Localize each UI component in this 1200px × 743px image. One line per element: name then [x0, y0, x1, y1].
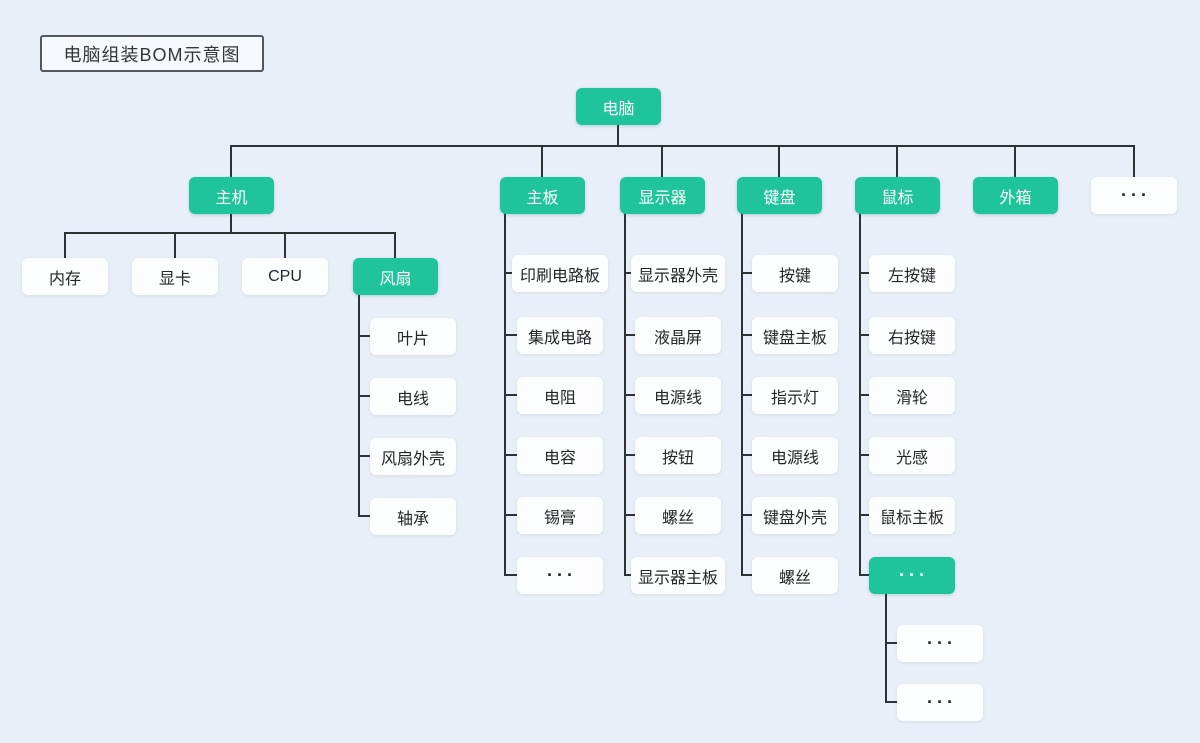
node-gpu[interactable]: 显卡	[132, 258, 218, 295]
diagram-title[interactable]: 电脑组装BOM示意图	[40, 35, 264, 72]
node-indicator-light[interactable]: 指示灯	[752, 377, 838, 414]
connector-line	[859, 574, 871, 576]
node-ic[interactable]: 集成电路	[517, 317, 603, 354]
connector-line	[358, 515, 372, 517]
connector-line	[624, 334, 637, 336]
connector-line	[1133, 145, 1135, 177]
node-keycap[interactable]: 按键	[752, 255, 838, 292]
connector-line	[624, 394, 637, 396]
node-keyboard-power-cable[interactable]: 电源线	[752, 437, 838, 474]
node-monitor-shell[interactable]: 显示器外壳	[631, 255, 725, 292]
node-cpu[interactable]: CPU	[242, 258, 328, 295]
node-keyboard[interactable]: 键盘	[737, 177, 822, 214]
node-level2-more[interactable]: ···	[1091, 177, 1177, 214]
node-right-button[interactable]: 右按键	[869, 317, 955, 354]
connector-line	[64, 232, 66, 258]
node-keyboard-board[interactable]: 键盘主板	[752, 317, 838, 354]
node-mainboard-more[interactable]: ···	[517, 557, 603, 594]
node-capacitor[interactable]: 电容	[517, 437, 603, 474]
connector-line	[230, 213, 232, 234]
connector-line	[885, 642, 899, 644]
node-monitor-board[interactable]: 显示器主板	[631, 557, 725, 594]
connector-line	[504, 454, 518, 456]
node-mouse-board[interactable]: 鼠标主板	[869, 497, 955, 534]
node-memory[interactable]: 内存	[22, 258, 108, 295]
connector-line	[741, 394, 754, 396]
node-keyboard-screw[interactable]: 螺丝	[752, 557, 838, 594]
connector-line	[174, 232, 176, 258]
connector-line	[859, 514, 871, 516]
node-left-button[interactable]: 左按键	[869, 255, 955, 292]
node-resistor[interactable]: 电阻	[517, 377, 603, 414]
connector-line	[624, 574, 637, 576]
node-fan-blade[interactable]: 叶片	[370, 318, 456, 355]
connector-line	[661, 145, 663, 177]
connector-line	[230, 145, 232, 177]
connector-line	[64, 232, 396, 234]
connector-line	[284, 232, 286, 258]
connector-line	[358, 395, 372, 397]
node-monitor-power-cable[interactable]: 电源线	[635, 377, 721, 414]
connector-line	[541, 145, 543, 177]
node-keyboard-shell[interactable]: 键盘外壳	[752, 497, 838, 534]
connector-line	[859, 272, 871, 274]
connector-line	[859, 454, 871, 456]
connector-line	[1014, 145, 1016, 177]
connector-line	[859, 334, 871, 336]
connector-line	[741, 272, 754, 274]
connector-line	[394, 232, 396, 258]
node-monitor-button[interactable]: 按钮	[635, 437, 721, 474]
node-lcd-screen[interactable]: 液晶屏	[635, 317, 721, 354]
connector-line	[504, 514, 518, 516]
connector-line	[885, 701, 899, 703]
connector-line	[504, 334, 518, 336]
node-pcb[interactable]: 印刷电路板	[512, 255, 608, 292]
connector-line	[504, 394, 518, 396]
connector-line	[358, 294, 360, 517]
node-fan-shell[interactable]: 风扇外壳	[370, 438, 456, 475]
node-solder-paste[interactable]: 锡膏	[517, 497, 603, 534]
connector-line	[624, 454, 637, 456]
connector-line	[624, 514, 637, 516]
connector-line	[741, 454, 754, 456]
connector-line	[741, 334, 754, 336]
connector-line	[617, 124, 619, 146]
connector-line	[741, 514, 754, 516]
connector-line	[741, 574, 754, 576]
node-mainboard[interactable]: 主板	[500, 177, 585, 214]
connector-line	[358, 335, 372, 337]
node-monitor-screw[interactable]: 螺丝	[635, 497, 721, 534]
node-host[interactable]: 主机	[189, 177, 274, 214]
node-case[interactable]: 外箱	[973, 177, 1058, 214]
node-monitor[interactable]: 显示器	[620, 177, 705, 214]
connector-line	[504, 272, 518, 274]
node-optical-sensor[interactable]: 光感	[869, 437, 955, 474]
connector-line	[358, 455, 372, 457]
node-mouse-more[interactable]: ···	[869, 557, 955, 594]
node-mouse[interactable]: 鼠标	[855, 177, 940, 214]
node-mouse-more-child-2[interactable]: ···	[897, 684, 983, 721]
connector-line	[778, 145, 780, 177]
connector-line	[230, 145, 1135, 147]
node-mouse-more-child-1[interactable]: ···	[897, 625, 983, 662]
node-computer[interactable]: 电脑	[576, 88, 661, 125]
connector-line	[504, 574, 518, 576]
node-fan-bearing[interactable]: 轴承	[370, 498, 456, 535]
connector-line	[896, 145, 898, 177]
node-scroll-wheel[interactable]: 滑轮	[869, 377, 955, 414]
connector-line	[885, 593, 887, 703]
connector-line	[859, 394, 871, 396]
node-fan[interactable]: 风扇	[353, 258, 438, 295]
connector-line	[624, 272, 637, 274]
node-fan-wire[interactable]: 电线	[370, 378, 456, 415]
